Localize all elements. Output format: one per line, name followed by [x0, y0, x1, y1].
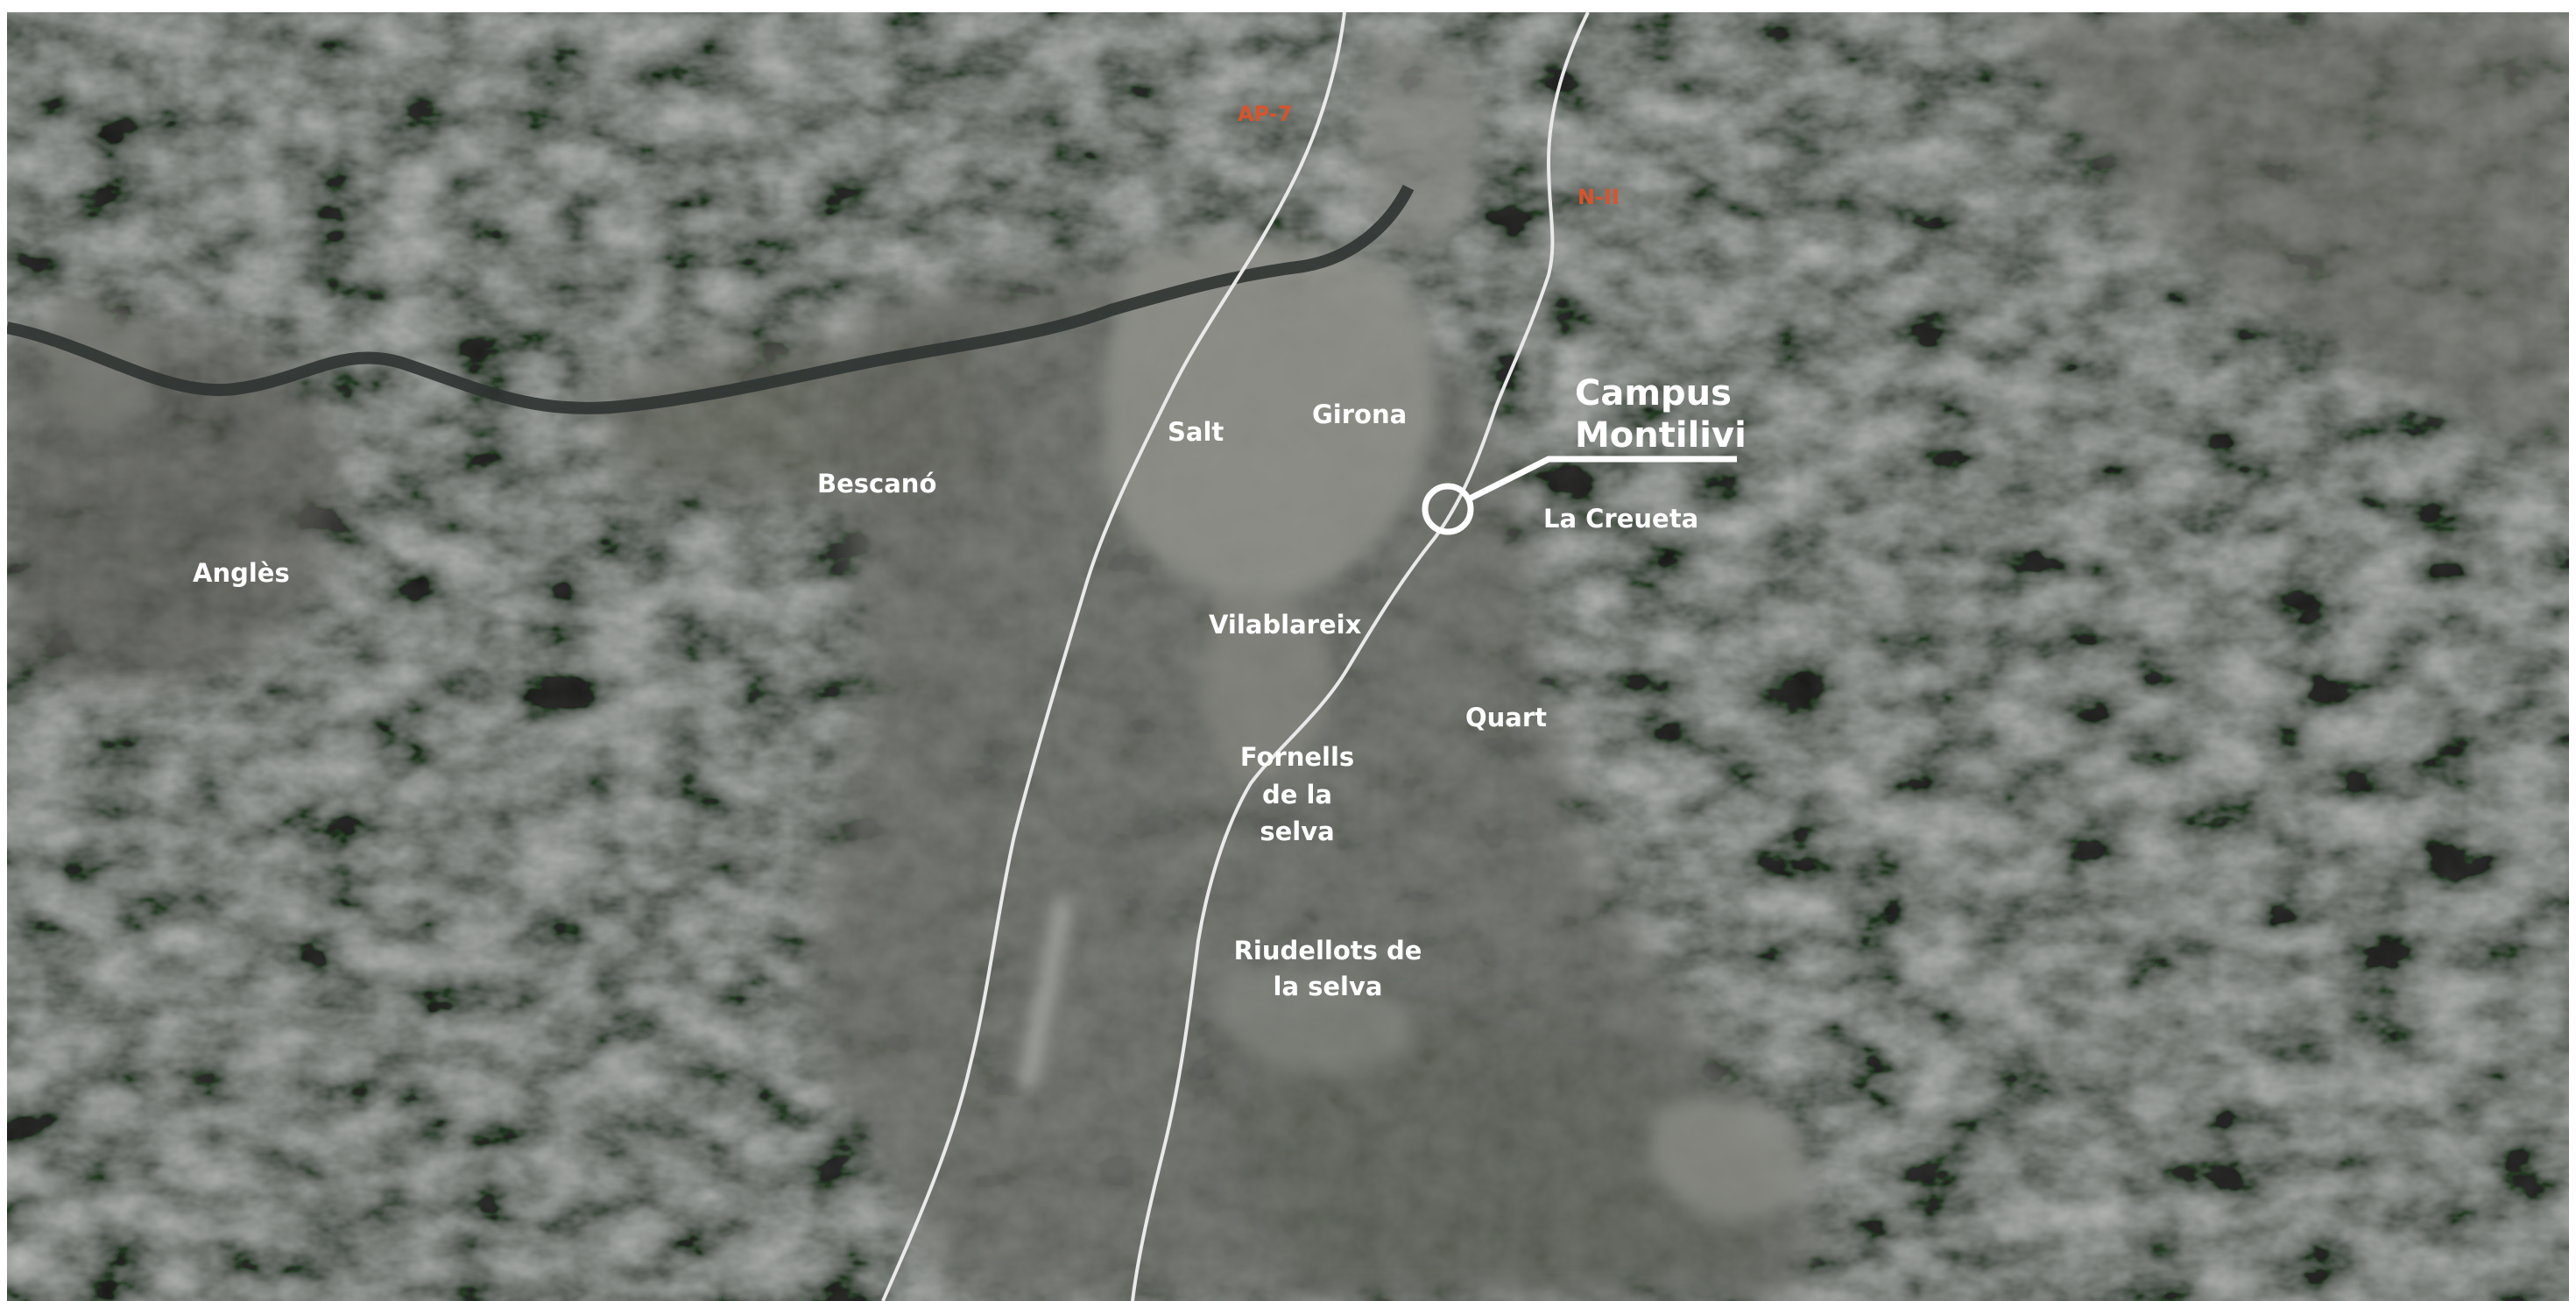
place-label-salt: Salt — [1168, 417, 1224, 447]
place-label-la-creueta: La Creueta — [1543, 504, 1698, 534]
satellite-terrain — [7, 12, 2569, 1301]
place-label-riudellots-line1: Riudellots de — [1234, 936, 1422, 965]
urban-vilablareix — [1203, 589, 1331, 783]
urban-girona-salt — [1103, 238, 1435, 597]
callout-label-campus: Campus — [1575, 373, 1732, 414]
road-label-n2: N-II — [1577, 185, 1620, 209]
satellite-map[interactable]: AP-7 N-II Campus Montilivi Anglès Bescan… — [7, 12, 2569, 1301]
urban-riudellots — [1214, 967, 1414, 1072]
callout-leader-line — [1468, 456, 1737, 502]
urban-areas — [44, 46, 1808, 1221]
place-label-quart: Quart — [1465, 703, 1547, 732]
place-label-fornells-line1: Fornells — [1240, 742, 1354, 772]
road-n2[interactable] — [1131, 12, 1590, 1301]
place-label-fornells-line3: selva — [1260, 817, 1334, 846]
road-label-ap7: AP-7 — [1238, 102, 1292, 126]
place-label-riudellots-line2: la selva — [1274, 972, 1383, 1001]
airport-runway — [1019, 897, 1071, 1094]
campus-circle-marker[interactable] — [1422, 483, 1474, 535]
place-label-vilablareix: Vilablareix — [1209, 610, 1362, 640]
map-overlay: AP-7 N-II Campus Montilivi Anglès Bescan… — [193, 12, 1747, 1301]
callout-label-montilivi: Montilivi — [1575, 415, 1747, 456]
place-label-fornells-line2: de la — [1262, 780, 1332, 810]
road-ap7[interactable] — [881, 12, 1346, 1301]
urban-southeast-town — [1648, 1099, 1808, 1221]
place-label-girona: Girona — [1312, 399, 1407, 429]
place-label-bescano: Bescanó — [817, 469, 936, 498]
place-label-angles: Anglès — [193, 558, 290, 588]
